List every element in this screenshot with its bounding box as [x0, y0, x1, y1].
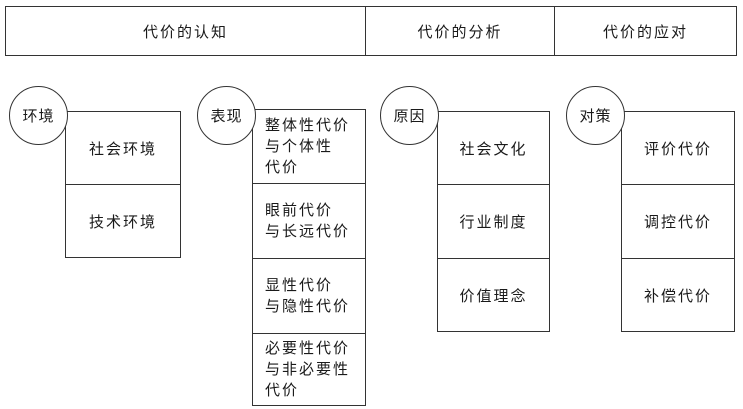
countermeasure-item-1: 评价代价	[621, 111, 735, 185]
header-cell-analysis: 代价的分析	[365, 6, 555, 56]
manifestation-item-1: 整体性代价 与个体性 代价	[252, 109, 366, 184]
manifestation-item-4: 必要性代价 与非必要性 代价	[252, 333, 366, 406]
cause-item-2: 行业制度	[437, 184, 550, 259]
countermeasure-item-3-label: 补偿代价	[643, 286, 712, 305]
manifestation-item-3-label: 显性代价 与隐性代价	[265, 276, 351, 315]
cause-item-3-label: 价值理念	[459, 286, 528, 305]
cause-circle: 原因	[380, 86, 439, 145]
cause-circle-label: 原因	[393, 107, 426, 125]
header-cell-cognition-label: 代价的认知	[142, 22, 228, 41]
manifestation-circle-label: 表现	[210, 107, 243, 125]
countermeasure-item-2-label: 调控代价	[643, 213, 712, 231]
manifestation-item-4-label: 必要性代价 与非必要性 代价	[265, 339, 351, 399]
countermeasure-item-1-label: 评价代价	[643, 139, 712, 158]
environment-item-1-label: 社会环境	[88, 139, 157, 158]
environment-item-2-label: 技术环境	[88, 212, 157, 231]
countermeasure-item-2: 调控代价	[621, 184, 735, 259]
manifestation-item-2-label: 眼前代价 与长远代价	[265, 201, 351, 240]
cause-item-3: 价值理念	[437, 258, 550, 332]
countermeasure-circle: 对策	[566, 86, 625, 145]
environment-item-2: 技术环境	[65, 184, 181, 258]
header-cell-cognition: 代价的认知	[5, 6, 366, 56]
manifestation-item-1-label: 整体性代价 与个体性 代价	[265, 116, 351, 176]
header-cell-analysis-label: 代价的分析	[417, 22, 503, 41]
manifestation-circle: 表现	[197, 86, 256, 145]
environment-item-1: 社会环境	[65, 111, 181, 185]
manifestation-item-3: 显性代价 与隐性代价	[252, 258, 366, 334]
header-cell-response: 代价的应对	[554, 6, 737, 56]
environment-circle: 环境	[9, 86, 68, 145]
cause-item-1-label: 社会文化	[459, 139, 528, 158]
cause-item-1: 社会文化	[437, 111, 550, 185]
countermeasure-circle-label: 对策	[579, 107, 612, 125]
countermeasure-item-3: 补偿代价	[621, 258, 735, 332]
cause-item-2-label: 行业制度	[459, 213, 528, 231]
environment-circle-label: 环境	[22, 107, 55, 125]
manifestation-item-2: 眼前代价 与长远代价	[252, 183, 366, 259]
header-cell-response-label: 代价的应对	[602, 22, 688, 41]
